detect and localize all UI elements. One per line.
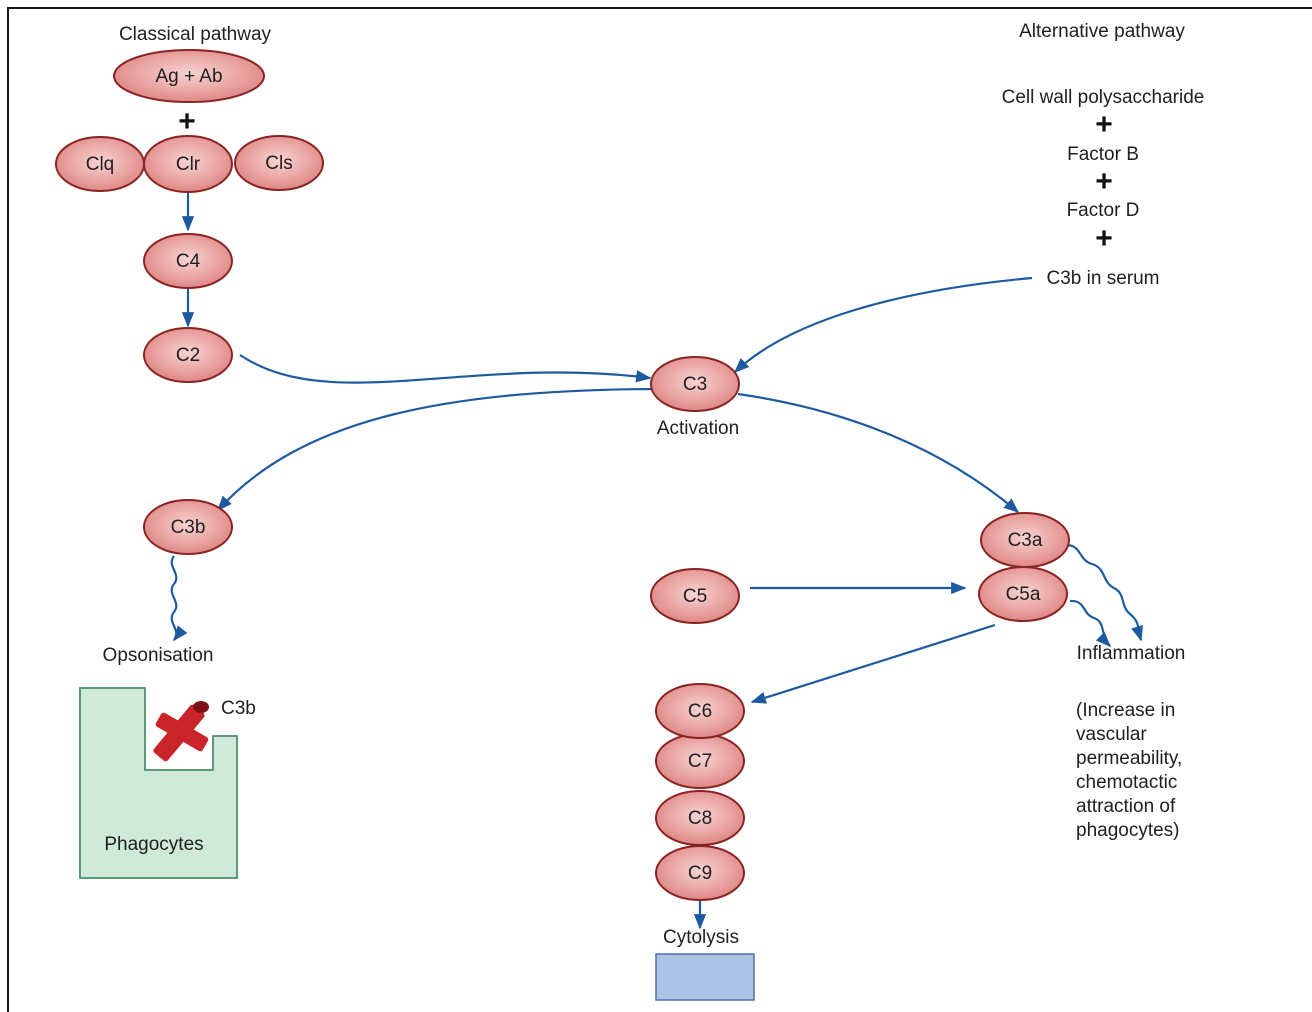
node-c5-label: C5 [683,586,707,607]
phagocytes-label: Phagocytes [104,834,203,855]
plus-sign-alt-1: + [1095,108,1113,141]
c3b-in-serum: C3b in serum [1047,268,1160,289]
node-c5a: C5a [978,566,1068,622]
c3b-tag-label: C3b [221,698,256,719]
node-c3-label: C3 [683,374,707,395]
node-c3: C3 [650,356,740,412]
phagocyte-cell: Phagocytes [79,687,238,879]
node-ag-ab: Ag + Ab [113,49,265,103]
arrow-serum-c3b-to-c3 [733,276,1033,374]
node-c6-label: C6 [688,701,712,722]
node-c4: C4 [143,233,233,289]
bacterium-icon [153,701,209,762]
inflammation-note: (Increase in vascular permeability, chem… [1076,700,1182,841]
node-cls-label: Cls [265,153,292,174]
cytolysis-box [655,953,755,1001]
node-cls: Cls [234,135,324,191]
wavy-arrow-c5a-inflammation [1069,599,1112,648]
node-c3b: C3b [143,499,233,555]
arrow-c5a-to-c6 [750,623,996,704]
node-clr-label: Clr [176,154,201,175]
cytolysis-label: Cytolysis [663,927,739,948]
alternative-pathway-heading: Alternative pathway [1019,21,1185,42]
node-c5a-label: C5a [1006,584,1041,605]
note-line: vascular [1076,724,1147,745]
cell-wall-polysaccharide: Cell wall polysaccharide [1002,87,1205,108]
node-c8: C8 [655,790,745,846]
factor-b: Factor B [1067,144,1139,165]
node-c2-label: C2 [176,345,200,366]
classical-pathway-heading: Classical pathway [119,24,272,45]
note-line: permeability, [1076,748,1182,769]
node-c9-label: C9 [688,863,712,884]
plus-sign-alt-2: + [1095,165,1113,198]
node-c7-label: C7 [688,751,712,772]
plus-sign-classical: + [178,105,196,138]
note-line: (Increase in [1076,700,1175,721]
node-clr: Clr [143,135,233,193]
node-c3b-label: C3b [171,517,206,538]
wavy-arrow-opsonisation [170,555,188,642]
node-c8-label: C8 [688,808,712,829]
note-line: attraction of [1076,796,1176,817]
wavy-arrow-c3a-inflammation [1065,543,1143,642]
activation-label: Activation [657,418,739,439]
node-c7: C7 [655,733,745,789]
node-c2: C2 [143,327,233,383]
arrow-c3-to-c3a [737,392,1020,513]
inflammation-label: Inflammation [1077,643,1186,664]
plus-sign-alt-3: + [1095,222,1113,255]
note-line: phagocytes) [1076,820,1180,841]
node-clq-label: Clq [86,154,115,175]
node-c9: C9 [655,845,745,901]
node-c4-label: C4 [176,251,201,272]
opsonisation-label: Opsonisation [103,645,214,666]
connectors [170,192,1143,930]
node-c5: C5 [650,568,740,624]
arrow-c3-to-c3b [216,387,656,512]
arrow-c2-to-c3 [239,354,652,384]
node-clq: Clq [55,136,145,192]
node-c6: C6 [655,683,745,739]
factor-d: Factor D [1067,200,1140,221]
node-c3a: C3a [980,512,1070,568]
node-ag-ab-label: Ag + Ab [155,66,222,87]
node-c3a-label: C3a [1008,530,1043,551]
note-line: chemotactic [1076,772,1177,793]
